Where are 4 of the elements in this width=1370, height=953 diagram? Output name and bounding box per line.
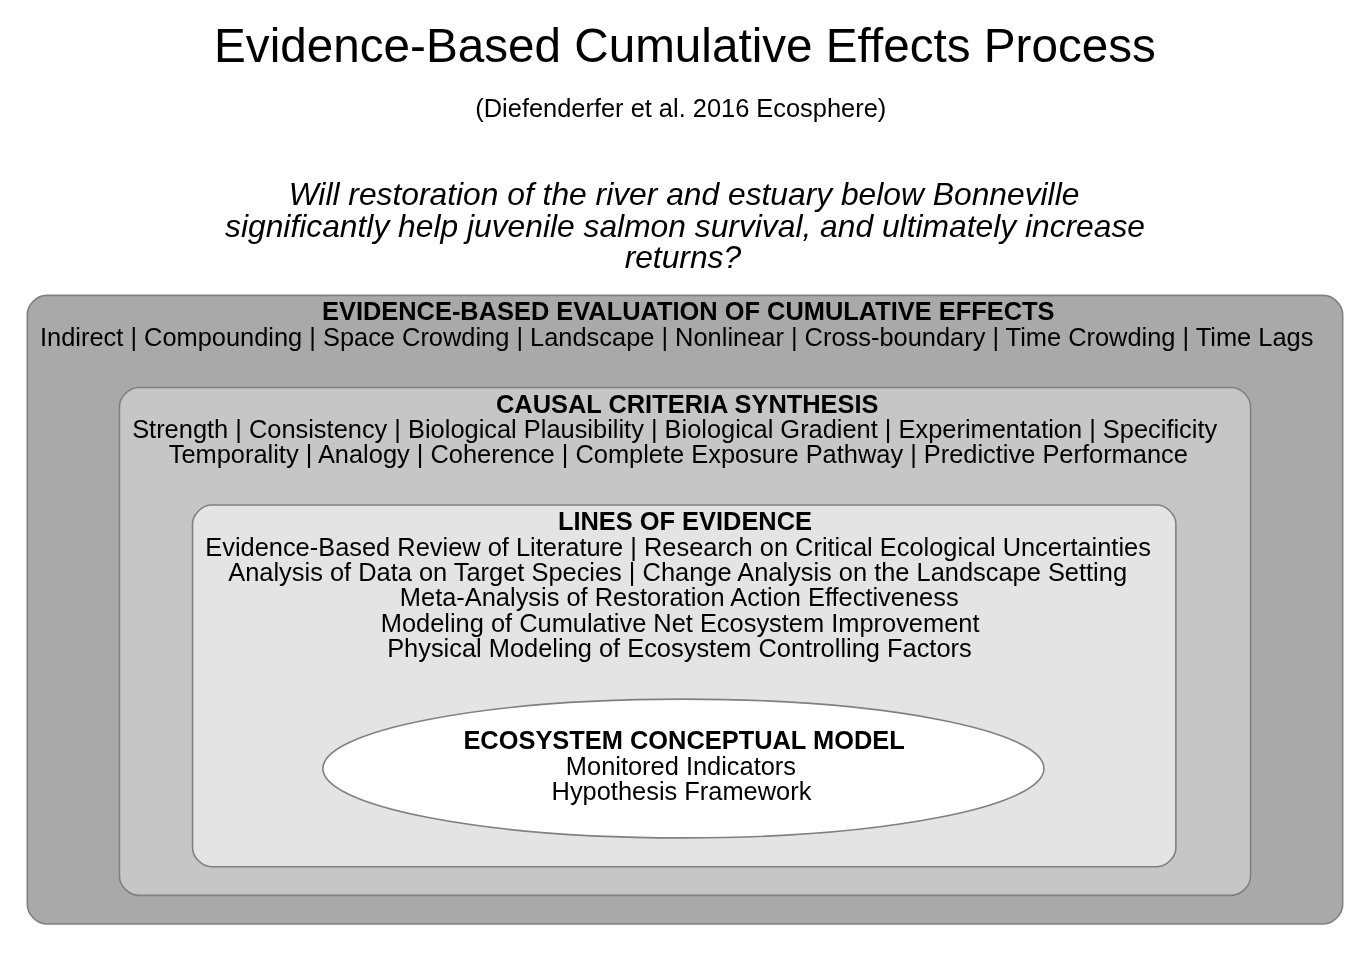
label: (Diefenderfer et al. 2016 Ecosphere) — [475, 93, 887, 122]
diagram-title: Evidence-Based Cumulative Effects Process — [214, 18, 1156, 72]
node-ellipse: ECOSYSTEM CONCEPTUAL MODEL Monitored Indicators Hypothesis Framework — [322, 697, 1045, 839]
label: Will restoration of the river and estuary below Bonneville significantly help juvenile salmon survival, and ultimately increase returns? — [225, 175, 1145, 275]
